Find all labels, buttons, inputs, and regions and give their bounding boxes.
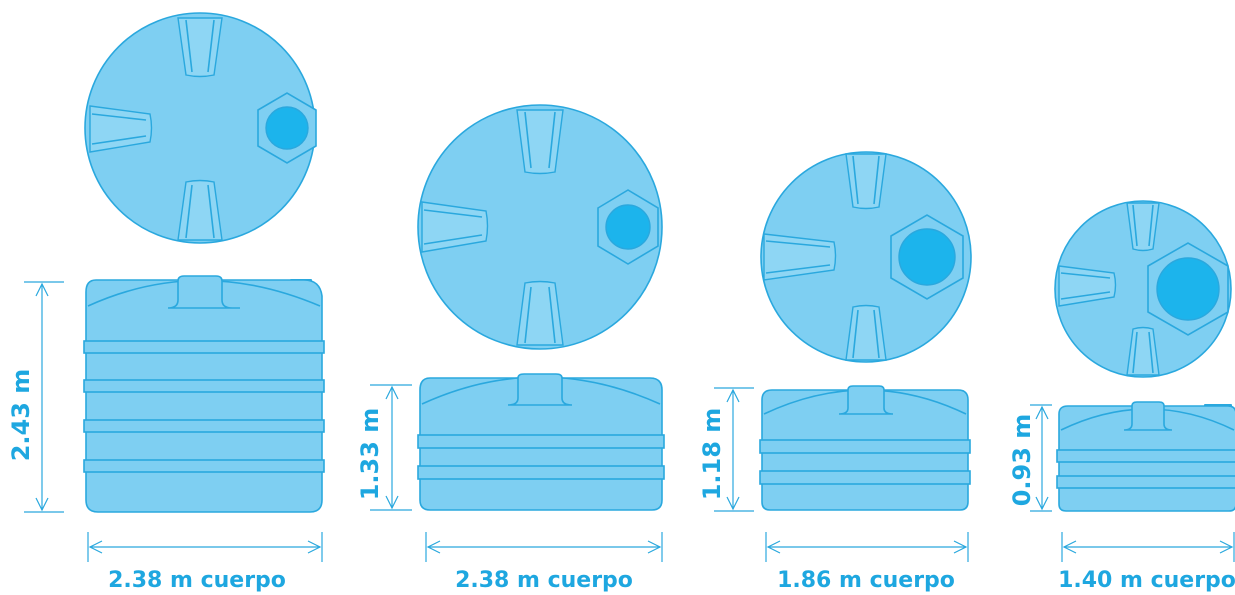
tank-1-height-dimension: 2.43 m [7,281,64,513]
tank-4: 0.93 m 1.40 m cuerpo [1008,200,1235,593]
tank-2: 1.33 m 2.38 m cuerpo [356,104,665,593]
tank-1-width-label: 2.38 m cuerpo [108,568,286,593]
tank-1-height-label: 2.43 m [7,369,35,462]
tank-2-height-dimension: 1.33 m [356,384,412,511]
tank-2-side-view [417,373,665,511]
tank-4-width-dimension: 1.40 m cuerpo [1058,532,1235,593]
tank-3-width-dimension: 1.86 m cuerpo [765,532,969,593]
tank-2-height-label: 1.33 m [356,408,384,501]
tank-4-height-label: 0.93 m [1008,414,1036,507]
tank-3-top-view [760,151,972,363]
tank-4-side-view [1056,401,1235,512]
tank-1-top-view [84,12,317,244]
tank-1-width-dimension: 2.38 m cuerpo [87,532,323,593]
tank-3-height-label: 1.18 m [698,408,726,501]
tank-4-height-dimension: 0.93 m [1008,404,1052,512]
tank-1-side-view [83,275,325,513]
tank-3-side-view [759,385,971,511]
tank-2-width-label: 2.38 m cuerpo [455,568,633,593]
tank-3-height-dimension: 1.18 m [698,387,754,512]
tank-3: 1.18 m 1.86 m cuerpo [698,151,972,593]
tank-2-width-dimension: 2.38 m cuerpo [425,532,663,593]
tank-1: 2.43 m 2.38 m cuerpo [7,12,325,593]
tank-4-top-view [1054,200,1232,378]
tank-2-top-view [417,104,663,350]
tank-4-width-label: 1.40 m cuerpo [1058,568,1235,593]
tank-3-width-label: 1.86 m cuerpo [777,568,955,593]
